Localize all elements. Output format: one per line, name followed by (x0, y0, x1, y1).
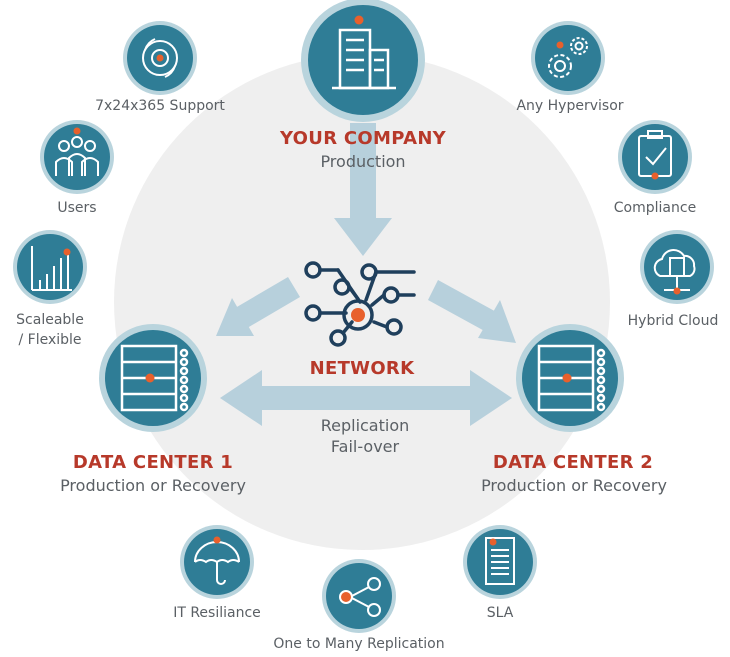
office-building-icon (332, 28, 396, 90)
feature-sla[interactable] (463, 525, 537, 599)
feature-support[interactable] (123, 21, 197, 95)
clock-cycle-icon (142, 38, 178, 78)
feature-label-sla: SLA (486, 605, 514, 621)
server-rack-icon (537, 344, 606, 412)
feature-label-one-to-many: One to Many Replication (273, 636, 445, 652)
arrow-dc1-dc2-bidirectional (220, 370, 512, 426)
cloud-server-icon (653, 249, 696, 291)
network-core-dot (351, 308, 365, 322)
feature-label-hybrid-cloud: Hybrid Cloud (627, 313, 719, 329)
feature-label-it-resiliance: IT Resiliance (173, 605, 261, 621)
data-center-1-node[interactable] (99, 324, 207, 432)
link-label-replication: Replication (320, 416, 410, 435)
users-group-icon (55, 136, 99, 176)
feature-it-resiliance[interactable] (180, 525, 254, 599)
feature-label-users: Users (57, 200, 97, 216)
feature-label-support: 7x24x365 Support (95, 98, 225, 114)
network-title: NETWORK (309, 358, 415, 379)
arrow-company-to-network (334, 123, 392, 256)
feature-one-to-many[interactable] (322, 559, 396, 633)
your-company-node[interactable] (301, 0, 425, 122)
your-company-title: YOUR COMPANY (279, 128, 447, 149)
data-center-1-subtitle: Production or Recovery (60, 476, 246, 495)
feature-hybrid-cloud[interactable] (640, 230, 714, 304)
link-label-failover: Fail-over (330, 437, 400, 456)
circuit-network-icon (304, 261, 416, 347)
gears-icon (548, 37, 588, 78)
your-company-subtitle: Production (320, 152, 406, 171)
feature-hypervisor[interactable] (531, 21, 605, 95)
bar-chart-icon (31, 246, 72, 291)
feature-label-flexible: / Flexible (18, 332, 82, 348)
feature-compliance[interactable] (618, 120, 692, 194)
document-icon (485, 537, 515, 585)
feature-users[interactable] (40, 120, 114, 194)
data-center-2-title: DATA CENTER 2 (492, 452, 654, 473)
data-center-2-subtitle: Production or Recovery (481, 476, 667, 495)
feature-label-compliance: Compliance (613, 200, 697, 216)
arrow-network-to-dc2 (428, 280, 516, 343)
server-rack-icon (120, 344, 189, 412)
feature-scaleable[interactable] (13, 230, 87, 304)
feature-label-hypervisor: Any Hypervisor (516, 98, 624, 114)
data-center-2-node[interactable] (516, 324, 624, 432)
data-center-1-title: DATA CENTER 1 (72, 452, 234, 473)
arrow-network-to-dc1 (216, 277, 300, 336)
share-icon (349, 577, 381, 617)
feature-label-scaleable: Scaleable (16, 312, 84, 328)
